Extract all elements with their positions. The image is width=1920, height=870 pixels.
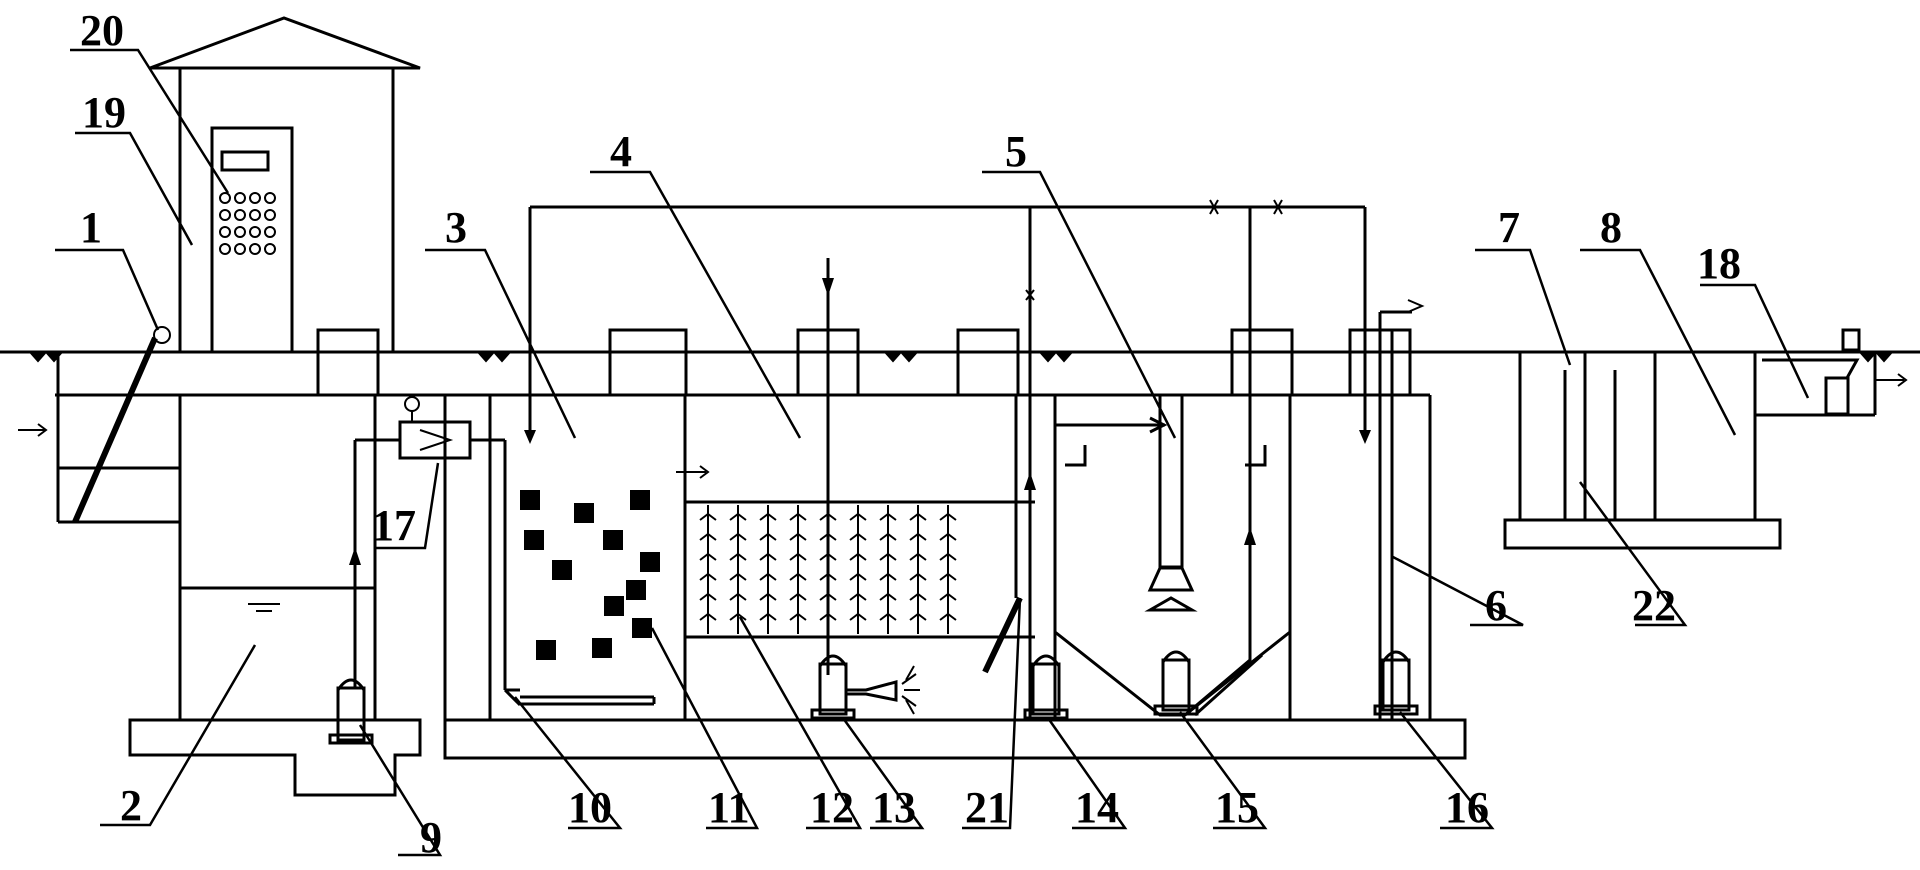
label-6: 6 [1485,581,1507,630]
outlet-weir [1753,328,1908,417]
flow-arrow [676,465,710,479]
jet-aerator-pump [810,654,920,720]
sludge-pump [1023,210,1069,720]
flow-meter [398,396,520,692]
outlet-pump [1373,650,1419,716]
label-1: 1 [80,203,102,252]
label-20: 20 [80,6,124,55]
aerobic-media [685,500,1035,639]
cabinet-buttons [219,192,276,255]
control-cabinet [210,126,294,354]
inlet-channel [18,352,180,524]
filler-blocks [520,490,660,660]
baffle-plate [982,596,1023,674]
label-11: 11 [708,783,750,832]
label-15: 15 [1215,783,1259,832]
label-22: 22 [1632,581,1676,630]
label-7: 7 [1498,203,1520,252]
leader-lines [55,48,1810,857]
label-3: 3 [445,203,467,252]
label-10: 10 [568,783,612,832]
diffuser-pipe [503,688,656,707]
lift-pump [328,438,400,745]
air-manifold [524,199,1371,545]
label-5: 5 [1005,127,1027,176]
label-4: 4 [610,127,632,176]
label-14: 14 [1075,783,1119,832]
label-21: 21 [965,783,1009,832]
label-18: 18 [1697,239,1741,288]
label-16: 16 [1445,783,1489,832]
label-9: 9 [420,813,442,862]
post-treatment-tanks [1503,350,1782,550]
label-2: 2 [120,781,142,830]
label-12: 12 [810,783,854,832]
settling-sludge-pump [1153,650,1199,716]
manhole-covers [316,328,1412,397]
bar-screen [72,326,171,524]
main-tank-base [443,395,1467,760]
part-labels: 20 19 1 3 4 5 7 8 18 6 22 17 2 9 10 11 1… [80,6,1741,862]
ground-line [0,350,1920,397]
label-19: 19 [82,88,126,137]
settling-tank [1054,393,1291,717]
air-pipe [822,258,834,675]
label-8: 8 [1600,203,1622,252]
label-13: 13 [872,783,916,832]
control-house [149,16,421,352]
ground-symbols [27,350,1895,363]
regulating-tank [128,395,492,797]
clear-water-tank [1378,299,1425,720]
label-17: 17 [372,501,416,550]
